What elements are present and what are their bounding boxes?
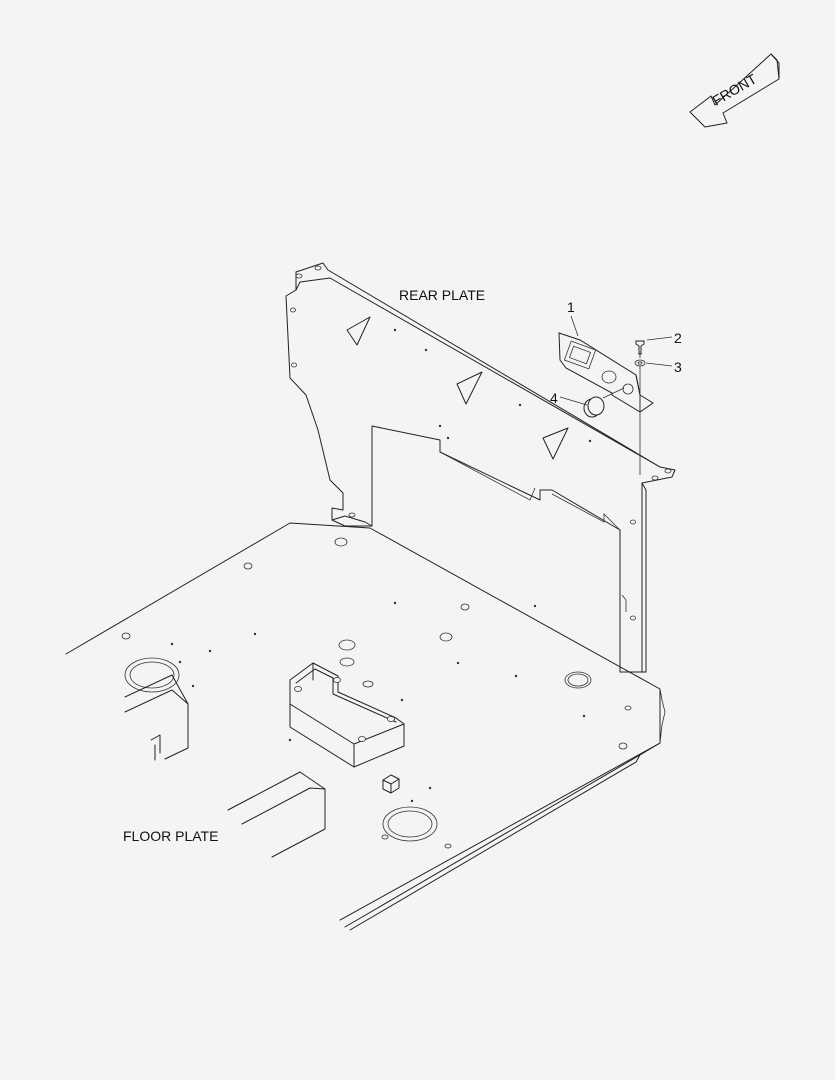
channel-bracket: [289, 662, 405, 768]
front-arrow-label: FRONT: [710, 70, 760, 108]
floor-plate: [65, 522, 666, 931]
callout-1: 1: [567, 299, 575, 315]
callout-4: 4: [550, 390, 558, 406]
callout-3: 3: [674, 359, 682, 375]
front-arrow: FRONT: [689, 53, 780, 128]
cap: [583, 396, 605, 418]
callout-2: 2: [674, 330, 682, 346]
washer: [634, 359, 646, 367]
screw: [635, 340, 645, 355]
rear-plate-label: REAR PLATE: [399, 287, 486, 303]
rear-plate: [285, 262, 676, 673]
floor-plate-label: FLOOR PLATE: [123, 828, 219, 844]
